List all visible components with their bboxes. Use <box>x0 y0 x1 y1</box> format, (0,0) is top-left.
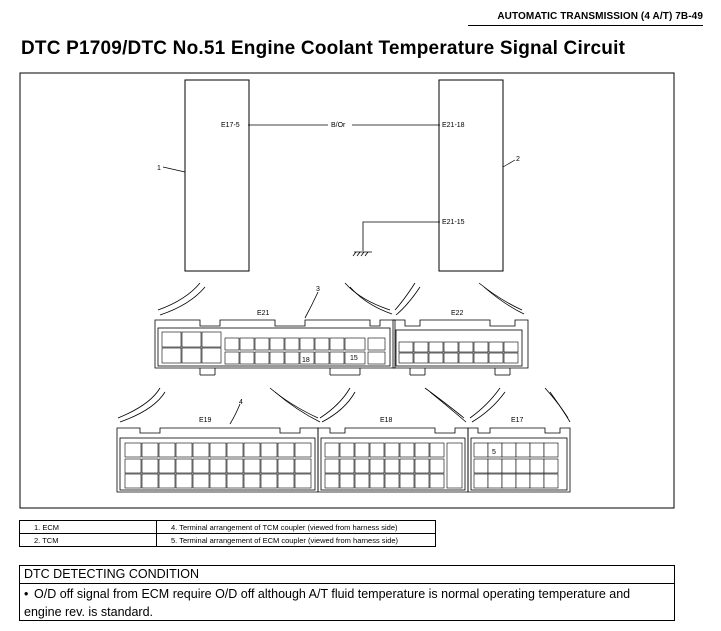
legend-cell: 2. TCM <box>19 533 157 547</box>
coupler-e21-label: E21 <box>257 310 270 317</box>
diagram-frame <box>19 72 675 509</box>
callout-ecm-coupler-label: 4 <box>239 399 243 406</box>
coupler-e17-pin-5: 5 <box>492 449 496 456</box>
coupler-e21-pin-18: 18 <box>302 357 310 364</box>
legend-cell: 1. ECM <box>19 520 157 534</box>
coupler-e22-label: E22 <box>451 310 464 317</box>
callout-tcm-coupler-label: 3 <box>316 286 320 293</box>
dtc-condition-title: DTC DETECTING CONDITION <box>20 566 674 584</box>
coupler-e22-pins <box>398 341 519 364</box>
wire-color-label: B/Or <box>331 122 346 129</box>
ground-wire <box>362 221 440 251</box>
legend-row: 1. ECM 4. Terminal arrangement of TCM co… <box>19 520 436 534</box>
callout-tcm-label: 2 <box>516 156 520 163</box>
tcm-coupler-brackets <box>157 282 525 319</box>
coupler-e17-pins <box>473 442 559 489</box>
coupler-e18-label: E18 <box>380 417 393 424</box>
coupler-e17-label: E17 <box>511 417 524 424</box>
callout-tcm-leader <box>502 159 516 168</box>
coupler-e19-label: E19 <box>199 417 212 424</box>
ground-icon <box>352 251 372 257</box>
tcm-box <box>438 79 504 272</box>
callout-ecm-leader <box>162 166 186 173</box>
legend-cell: 4. Terminal arrangement of TCM coupler (… <box>156 520 436 534</box>
coupler-e18-pins <box>324 442 463 489</box>
coupler-e21 <box>154 319 396 376</box>
wire-right-terminal: E21-18 <box>442 122 465 129</box>
ground-terminal-label: E21-15 <box>442 219 465 226</box>
page-header: AUTOMATIC TRANSMISSION (4 A/T) 7B-49 <box>497 11 703 22</box>
coupler-e21-pin-15: 15 <box>350 355 358 362</box>
dtc-condition-box: DTC DETECTING CONDITION •O/D off signal … <box>19 565 675 621</box>
bullet-icon: • <box>24 587 29 601</box>
dtc-condition-text: •O/D off signal from ECM require O/D off… <box>24 585 670 621</box>
coupler-e21-pins <box>161 331 386 365</box>
wire-left-terminal: E17-5 <box>221 122 240 129</box>
coupler-e17 <box>467 427 571 493</box>
coupler-e19-pins <box>124 442 312 489</box>
legend-cell: 5. Terminal arrangement of ECM coupler (… <box>156 533 436 547</box>
header-rule <box>468 25 703 26</box>
dtc-condition-description: O/D off signal from ECM require O/D off … <box>24 587 631 619</box>
coupler-e22 <box>392 319 529 376</box>
page-title: DTC P1709/DTC No.51 Engine Coolant Tempe… <box>21 38 626 59</box>
ecm-box <box>184 79 250 272</box>
callout-ecm-label: 1 <box>157 165 161 172</box>
ecm-coupler-brackets <box>117 387 571 425</box>
legend-table: 1. ECM 4. Terminal arrangement of TCM co… <box>19 520 436 547</box>
legend-row: 2. TCM 5. Terminal arrangement of ECM co… <box>19 533 436 547</box>
